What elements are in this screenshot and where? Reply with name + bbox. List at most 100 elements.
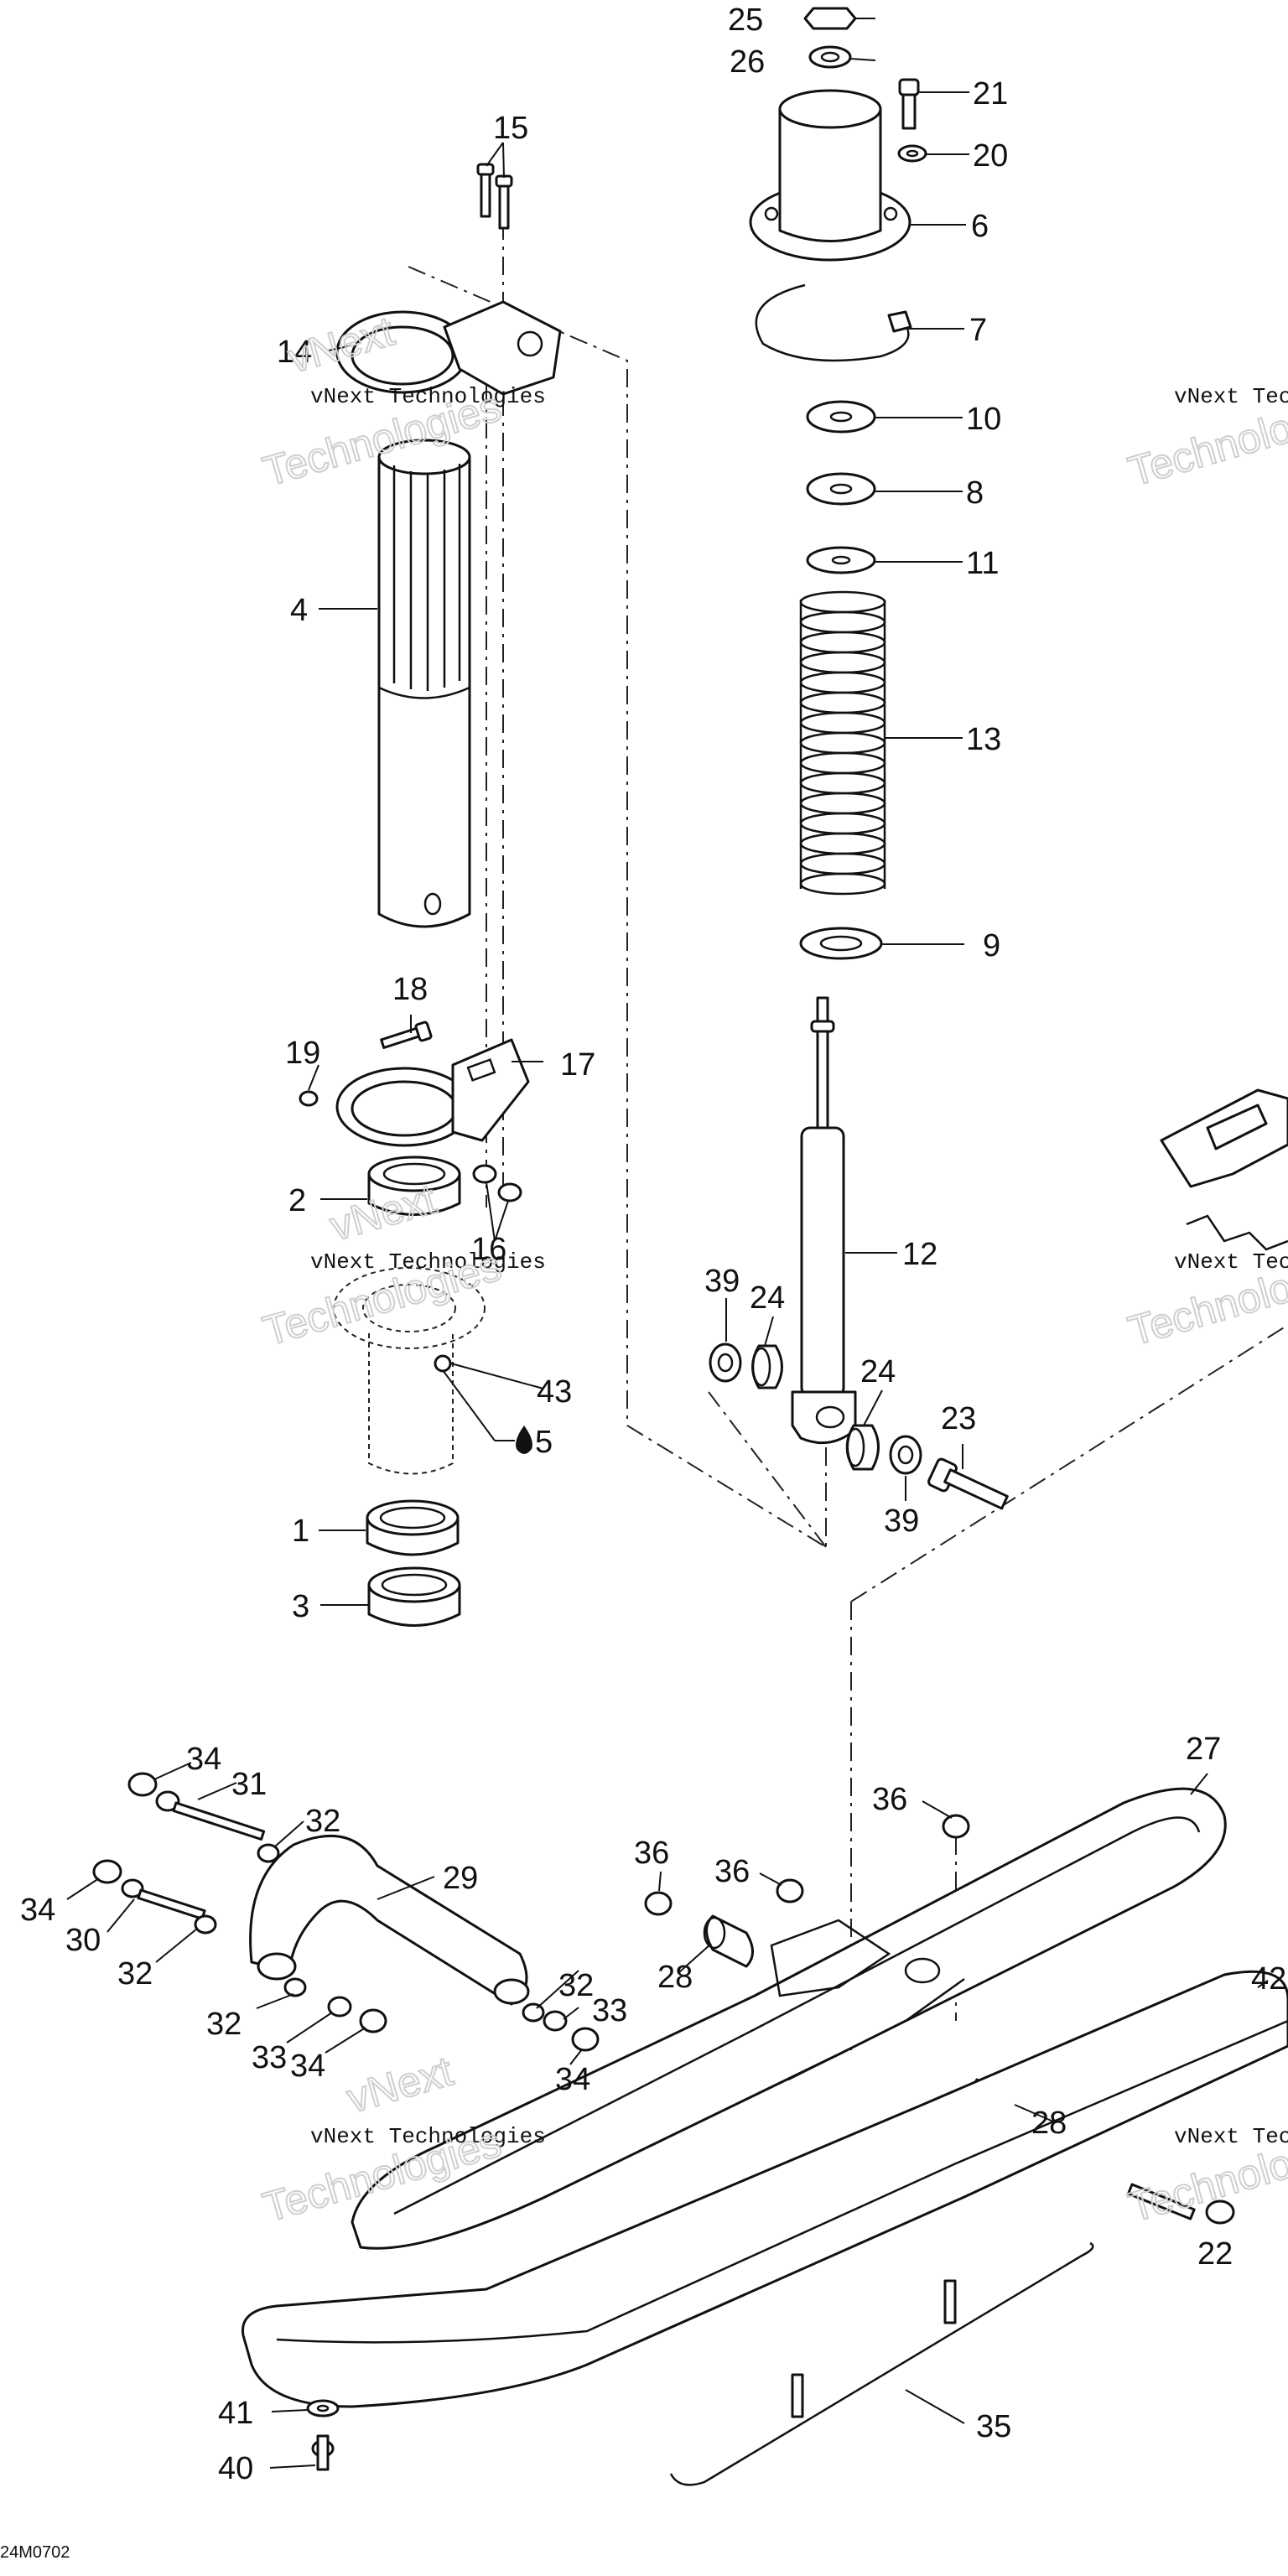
callout-36-right: 36 — [872, 1782, 907, 1817]
svg-text:vNext Technologies: vNext Technologies — [1174, 2124, 1288, 2149]
nut-19 — [299, 1090, 319, 1107]
nut-34-right — [571, 2027, 600, 2052]
callout-1: 1 — [292, 1514, 309, 1549]
retaining-ring-7 — [755, 283, 912, 362]
clamp-ring-14 — [335, 300, 562, 396]
callout-13: 13 — [966, 722, 1001, 757]
callout-16: 16 — [471, 1232, 506, 1267]
runner-plate-42 — [242, 1970, 1288, 2408]
bushing-3 — [367, 1566, 461, 1627]
svg-text:vNext Technologies: vNext Technologies — [1174, 1249, 1288, 1275]
washer-11 — [806, 546, 876, 574]
callout-22: 22 — [1197, 2236, 1233, 2272]
bolt-31 — [155, 1790, 266, 1841]
callout-32-mid: 32 — [117, 1956, 153, 1992]
bushing-1 — [366, 1499, 460, 1556]
washer-32-low — [283, 1977, 307, 1997]
callout-33-left: 33 — [252, 2040, 287, 2075]
washer-32-right — [522, 2002, 545, 2023]
callout-34-top: 34 — [186, 1742, 221, 1777]
callout-34-right: 34 — [555, 2062, 590, 2097]
callout-6: 6 — [971, 209, 989, 244]
callout-27: 27 — [1186, 1732, 1221, 1767]
washer-26 — [808, 45, 852, 69]
grease-fitting-43 — [434, 1354, 452, 1373]
callout-36-mid: 36 — [714, 1854, 750, 1889]
housing-outline — [333, 1267, 486, 1475]
nut-33-right — [543, 2010, 568, 2032]
callout-42: 42 — [1251, 1961, 1286, 1997]
bushing-24-right — [845, 1424, 880, 1471]
callout-39-top: 39 — [704, 1264, 740, 1299]
callout-17: 17 — [560, 1047, 595, 1083]
callout-23: 23 — [941, 1401, 976, 1436]
bracket-ring-17 — [335, 1038, 530, 1147]
nut-34-top — [127, 1772, 158, 1797]
callout-18: 18 — [392, 972, 428, 1007]
ski-handle-29 — [249, 1834, 530, 2006]
washer-8 — [806, 472, 876, 506]
svg-text:vNext Technologies: vNext Technologies — [1174, 384, 1288, 409]
washer-39-right — [889, 1435, 922, 1475]
callout-28-right: 28 — [1031, 2106, 1067, 2141]
callout-14: 14 — [277, 335, 312, 370]
callout-26: 26 — [730, 44, 765, 80]
bolt-18 — [380, 1021, 433, 1049]
callout-25: 25 — [728, 3, 763, 38]
nut-pair-16 — [472, 1164, 522, 1202]
callout-32-right: 32 — [558, 1968, 594, 2003]
callout-11: 11 — [966, 546, 999, 581]
nut-36-right — [942, 1814, 970, 1839]
washer-41 — [306, 2399, 340, 2418]
screw-21 — [898, 78, 920, 130]
callout-21: 21 — [973, 76, 1008, 112]
bolt-22 — [1127, 2183, 1235, 2225]
nut-33-left — [327, 1996, 352, 2018]
callout-30: 30 — [65, 1923, 101, 1958]
callout-40: 40 — [218, 2451, 253, 2486]
nut-34-low — [359, 2008, 387, 2033]
callout-5: 5 — [535, 1425, 553, 1460]
callout-34-low: 34 — [290, 2049, 325, 2084]
washer-39-left — [709, 1343, 742, 1383]
nut-34-mid — [92, 1859, 122, 1884]
oil-drop-icon — [516, 1426, 532, 1454]
callout-35: 35 — [976, 2409, 1011, 2444]
spring-seat-9 — [799, 927, 883, 960]
splined-tube-4 — [377, 439, 471, 928]
callout-43: 43 — [537, 1374, 572, 1410]
callout-20: 20 — [973, 138, 1008, 174]
bolt-23 — [927, 1457, 1009, 1510]
diagram-code: 24M0702 — [0, 2543, 70, 2562]
runner-35 — [669, 2241, 1094, 2486]
callout-labels: 15 14 4 18 19 17 2 16 43 5 1 3 25 26 21 … — [20, 3, 1286, 2486]
callout-34-mid: 34 — [20, 1893, 55, 1928]
leader-lines — [66, 18, 1269, 2469]
coil-spring-13 — [799, 590, 886, 896]
svg-text:vNext: vNext — [342, 2047, 458, 2122]
bushing-28-left — [703, 1914, 754, 1968]
svg-text:vNext Technologies: vNext Technologies — [310, 384, 546, 409]
callout-41: 41 — [218, 2396, 253, 2431]
callout-39-bottom: 39 — [884, 1504, 919, 1539]
callout-10: 10 — [966, 402, 1001, 437]
callout-12: 12 — [902, 1237, 937, 1272]
bushing-2 — [367, 1156, 461, 1216]
callout-4: 4 — [290, 593, 308, 628]
washer-32-top — [257, 1843, 280, 1863]
callout-15: 15 — [493, 111, 528, 146]
callout-33-right: 33 — [592, 1993, 627, 2028]
callout-9: 9 — [983, 928, 1000, 963]
callout-2: 2 — [288, 1183, 306, 1218]
bushing-24-left — [751, 1344, 783, 1389]
callout-28-left: 28 — [657, 1960, 693, 1995]
callout-19: 19 — [285, 1036, 320, 1071]
svg-text:vNext Technologies: vNext Technologies — [310, 1249, 546, 1275]
callout-8: 8 — [966, 475, 984, 511]
washer-32-mid — [194, 1914, 217, 1935]
spring-cap-6 — [749, 89, 911, 262]
nut-36-mid — [776, 1878, 804, 1903]
callout-3: 3 — [292, 1589, 309, 1624]
callout-24-right: 24 — [860, 1354, 896, 1389]
